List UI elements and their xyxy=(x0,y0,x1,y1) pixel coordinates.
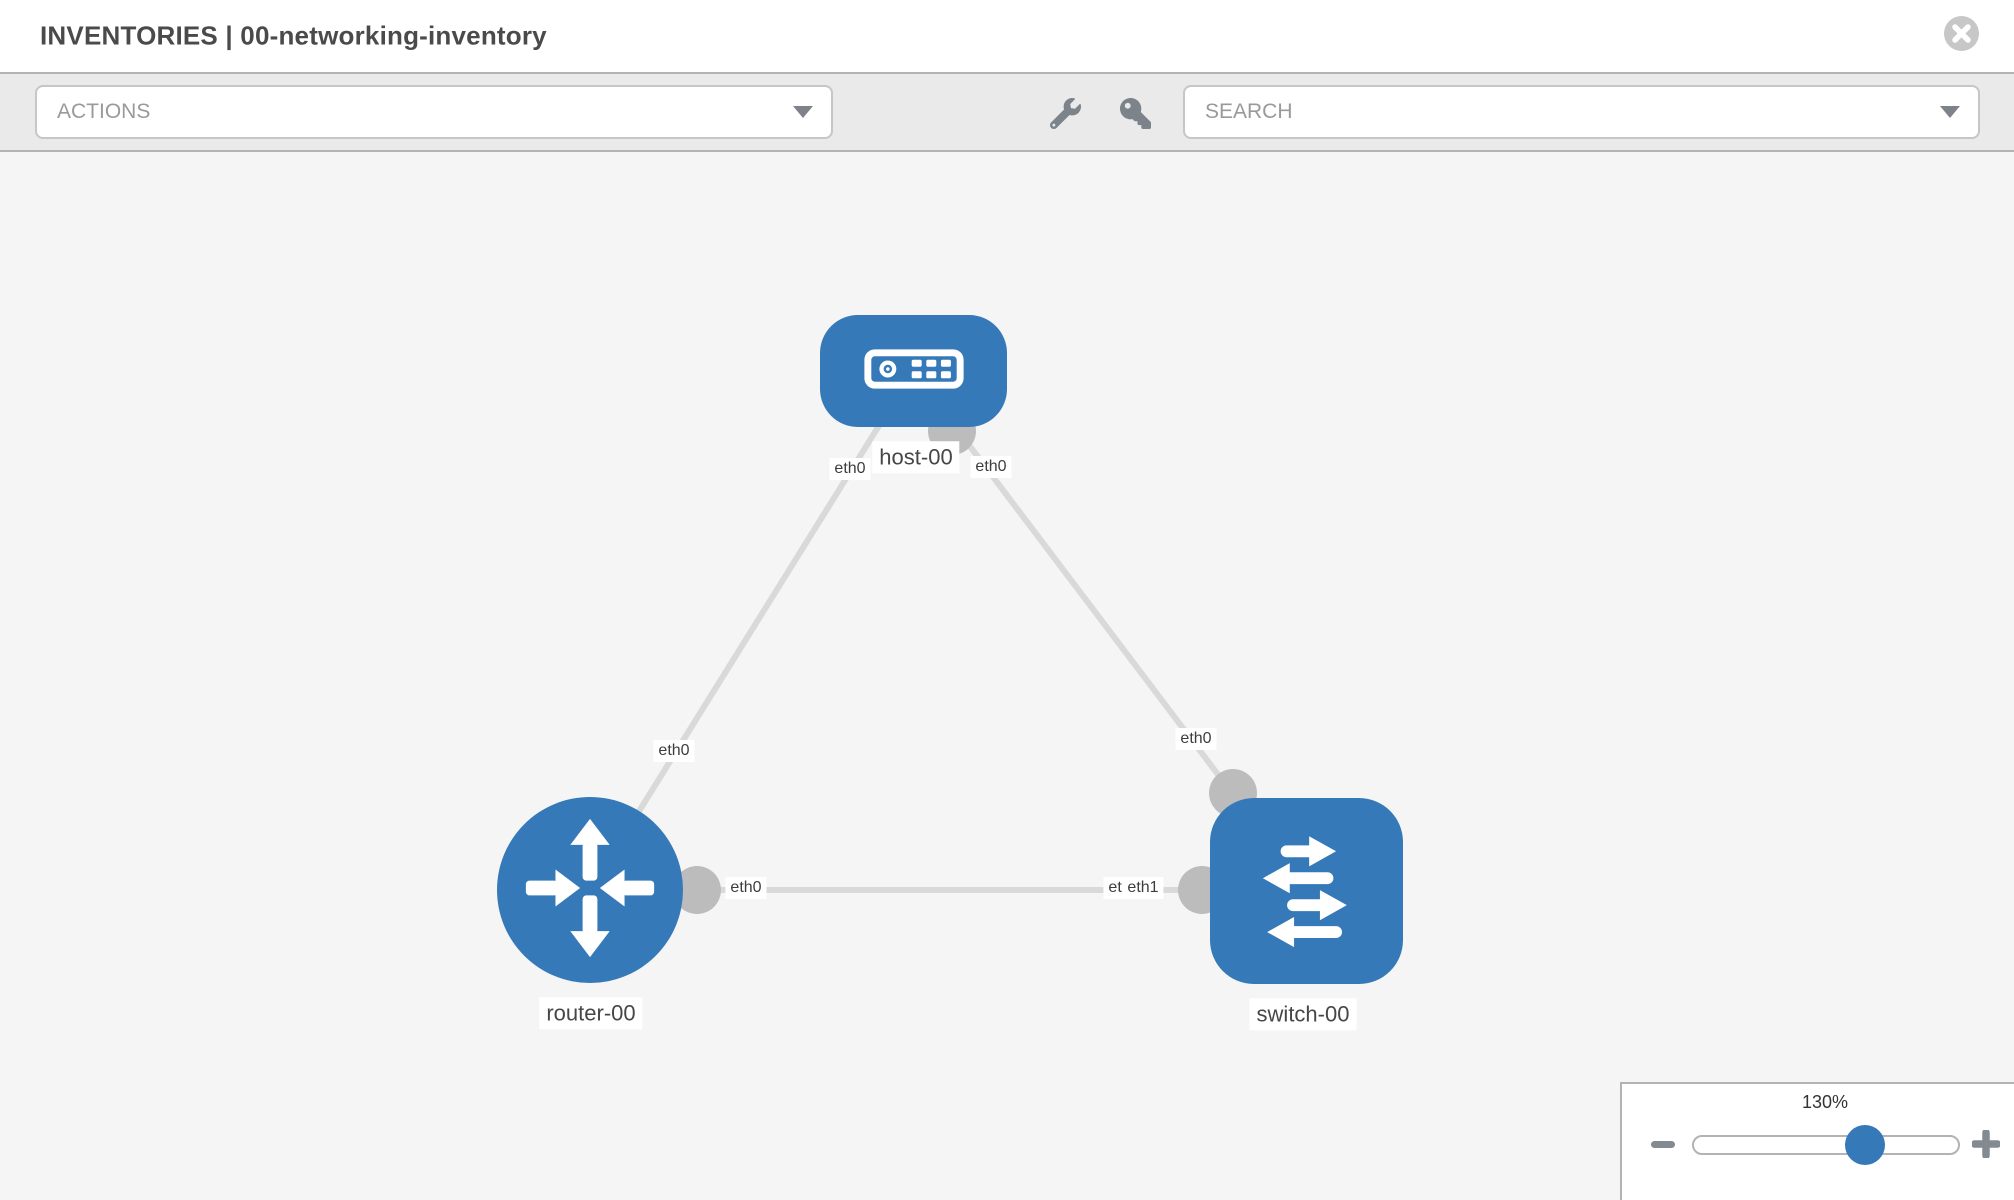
zoom-in-button[interactable] xyxy=(1970,1128,2002,1161)
zoom-slider-track[interactable] xyxy=(1692,1135,1960,1155)
iface-label-host-switch-switch-end: eth0 xyxy=(1175,728,1217,750)
link-endpoint xyxy=(673,866,721,914)
credentials-button[interactable] xyxy=(1118,98,1152,132)
link-host-router xyxy=(587,369,916,892)
host-icon xyxy=(863,348,964,394)
router-icon xyxy=(516,814,664,967)
node-switch-00[interactable] xyxy=(1210,798,1403,984)
actions-dropdown[interactable]: ACTIONS xyxy=(35,85,833,139)
zoom-out-button[interactable] xyxy=(1650,1131,1676,1157)
iface-label-host-router-host-end: eth0 xyxy=(829,458,871,480)
search-dropdown[interactable]: SEARCH xyxy=(1183,85,1980,139)
iface-label-router-switch-switch-end: eth1 xyxy=(1122,877,1164,899)
topology-canvas: host-00 router-00 switch-00 eth0 eth0 et… xyxy=(0,152,2014,1200)
zoom-slider-thumb[interactable] xyxy=(1845,1125,1885,1165)
zoom-percentage: 130% xyxy=(1801,1092,1849,1112)
node-label-host: host-00 xyxy=(872,441,960,473)
node-label-switch: switch-00 xyxy=(1249,998,1357,1030)
chevron-down-icon xyxy=(793,106,813,118)
links-layer xyxy=(587,369,1309,914)
node-host-00[interactable] xyxy=(820,315,1007,427)
configure-button[interactable] xyxy=(1048,97,1082,132)
page-title: INVENTORIES | 00-networking-inventory xyxy=(40,20,547,51)
key-icon xyxy=(1119,98,1151,132)
iface-label-host-switch-host-end: eth0 xyxy=(970,456,1012,478)
plus-icon xyxy=(1970,1128,2002,1161)
chevron-down-icon xyxy=(1940,106,1960,118)
close-icon xyxy=(1943,16,1980,55)
title-bar: INVENTORIES | 00-networking-inventory xyxy=(0,0,2014,72)
node-label-router: router-00 xyxy=(539,997,643,1029)
search-dropdown-label: SEARCH xyxy=(1205,100,1293,123)
close-button[interactable] xyxy=(1943,15,1980,52)
node-router-00[interactable] xyxy=(497,797,683,983)
minus-icon xyxy=(1650,1141,1676,1160)
switch-icon xyxy=(1237,824,1377,959)
iface-label-router-switch-router-end: eth0 xyxy=(725,877,767,899)
toolbar: ACTIONS SEARCH xyxy=(0,72,2014,152)
iface-label-host-router-router-end: eth0 xyxy=(653,740,695,762)
actions-dropdown-label: ACTIONS xyxy=(57,100,151,123)
wrench-icon xyxy=(1049,97,1081,132)
zoom-control-panel: 130% xyxy=(1620,1082,2014,1200)
